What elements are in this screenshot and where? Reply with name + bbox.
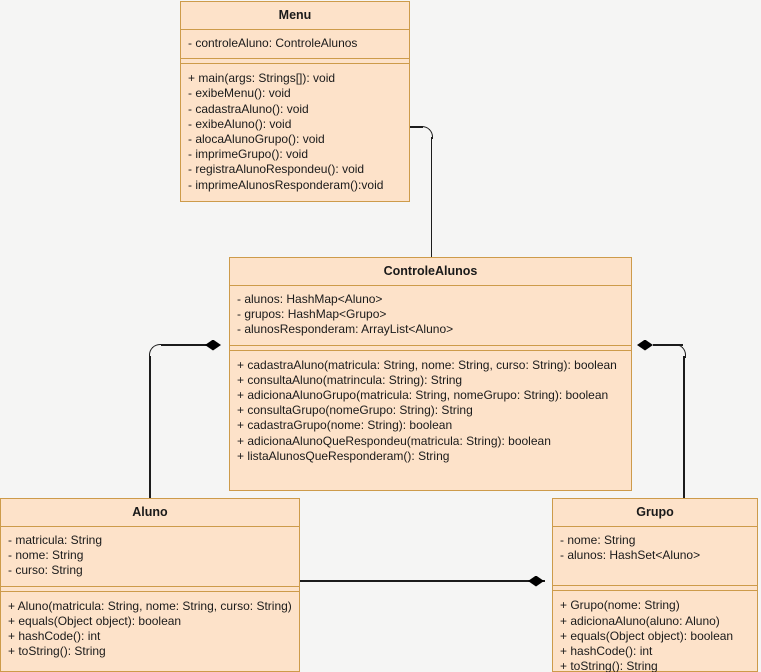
uml-method-row: + adicionaAluno(aluno: Aluno) (560, 613, 720, 628)
uml-method-row: + listaAlunosQueResponderam(): String (237, 448, 450, 463)
uml-method-row: - imprimeGrupo(): void (188, 147, 309, 162)
uml-method-row: + adicionaAlunoQueRespondeu(matricula: S… (237, 433, 551, 448)
uml-method-row: - alocaAlunoGrupo(): void (188, 132, 325, 147)
uml-method-row: + equals(Object object): boolean (560, 628, 734, 643)
uml-method-row: - cadastraAluno(): void (188, 101, 309, 116)
uml-method-row: + consultaGrupo(nomeGrupo: String): Stri… (237, 403, 473, 418)
uml-class-menu-separator (181, 59, 409, 65)
uml-class-aluno-methods: + Aluno(matricula: String, nome: String,… (1, 592, 299, 668)
composition-diamond-controlealunos-grupo (637, 339, 653, 351)
uml-class-grupo-attributes: - nome: String - alunos: HashSet<Aluno> (553, 527, 757, 587)
uml-attribute-row: - matricula: String (8, 533, 103, 547)
uml-attribute-row: - nome: String (8, 548, 84, 563)
uml-attribute-row: - grupos: HashMap<Grupo> (237, 307, 387, 322)
uml-class-menu-methods: + main(args: Strings[]): void - exibeMen… (181, 64, 409, 201)
uml-class-menu-attributes: - controleAluno: ControleAlunos (181, 30, 409, 60)
uml-class-menu[interactable]: Menu - controleAluno: ControleAlunos + m… (180, 1, 410, 202)
uml-class-controlealunos-separator (230, 345, 631, 351)
uml-attribute-row: - alunos: HashMap<Aluno> (237, 292, 383, 306)
connector-controlealunos-aluno-segment-h (161, 344, 219, 346)
uml-class-controlealunos[interactable]: ControleAlunos - alunos: HashMap<Aluno> … (229, 257, 632, 492)
uml-class-controlealunos-attributes: - alunos: HashMap<Aluno> - grupos: HashM… (230, 286, 631, 346)
uml-method-row: + hashCode(): int (560, 644, 653, 659)
uml-class-grupo-methods: + Grupo(nome: String) + adicionaAluno(al… (553, 591, 757, 672)
uml-method-row: + adicionaAlunoGrupo(matricula: String, … (237, 388, 609, 403)
uml-method-row: + cadastraGrupo(nome: String): boolean (237, 418, 453, 433)
connector-menu-controlealunos-segment-v (430, 137, 432, 258)
uml-attribute-row: - alunos: HashSet<Aluno> (560, 548, 701, 563)
uml-class-aluno-separator (1, 586, 299, 592)
uml-class-aluno-attributes: - matricula: String - nome: String - cur… (1, 527, 299, 587)
connector-aluno-grupo-segment-h (300, 580, 545, 582)
uml-attribute-row: - controleAluno: ControleAlunos (188, 36, 358, 50)
uml-class-grupo[interactable]: Grupo - nome: String - alunos: HashSet<A… (552, 498, 758, 672)
uml-attribute-row: - alunosResponderam: ArrayList<Aluno> (237, 322, 454, 337)
uml-method-row: + cadastraAluno(matricula: String, nome:… (237, 357, 617, 372)
uml-method-row: + consultaAluno(matrincula: String): Str… (237, 372, 463, 387)
connector-controlealunos-aluno-segment-v (149, 356, 151, 499)
uml-class-menu-title: Menu (181, 2, 409, 30)
uml-class-aluno[interactable]: Aluno - matricula: String - nome: String… (0, 498, 300, 672)
uml-method-row: - exibeAluno(): void (188, 116, 292, 131)
connector-controlealunos-aluno-corner (149, 344, 163, 358)
connector-menu-controlealunos-segment-h (409, 126, 423, 128)
uml-class-grupo-title: Grupo (553, 499, 757, 527)
connector-controlealunos-grupo-corner (672, 344, 686, 358)
uml-class-aluno-title: Aluno (1, 499, 299, 527)
uml-method-row: - registraAlunoRespondeu(): void (188, 162, 365, 177)
uml-method-row: - exibeMenu(): void (188, 86, 291, 101)
uml-method-row: + main(args: Strings[]): void (188, 71, 336, 86)
uml-class-controlealunos-methods: + cadastraAluno(matricula: String, nome:… (230, 351, 631, 490)
uml-attribute-row: - nome: String (560, 533, 636, 547)
uml-method-row: + hashCode(): int (8, 629, 101, 644)
connector-controlealunos-grupo-segment-v (683, 356, 685, 499)
uml-method-row: + toString(): String (560, 659, 658, 672)
uml-method-row: + equals(Object object): boolean (8, 613, 182, 628)
composition-diamond-controlealunos-aluno (205, 339, 221, 351)
uml-attribute-row: - curso: String (8, 563, 83, 578)
uml-method-row: - imprimeAlunosResponderam():void (188, 177, 384, 192)
uml-method-row: + Aluno(matricula: String, nome: String,… (8, 598, 292, 613)
uml-method-row: + toString(): String (8, 644, 106, 659)
connector-controlealunos-grupo-segment-h (653, 344, 683, 346)
uml-method-row: + Grupo(nome: String) (560, 598, 680, 613)
uml-class-grupo-separator (553, 586, 757, 592)
composition-diamond-aluno-grupo (528, 575, 544, 587)
uml-class-controlealunos-title: ControleAlunos (230, 258, 631, 286)
